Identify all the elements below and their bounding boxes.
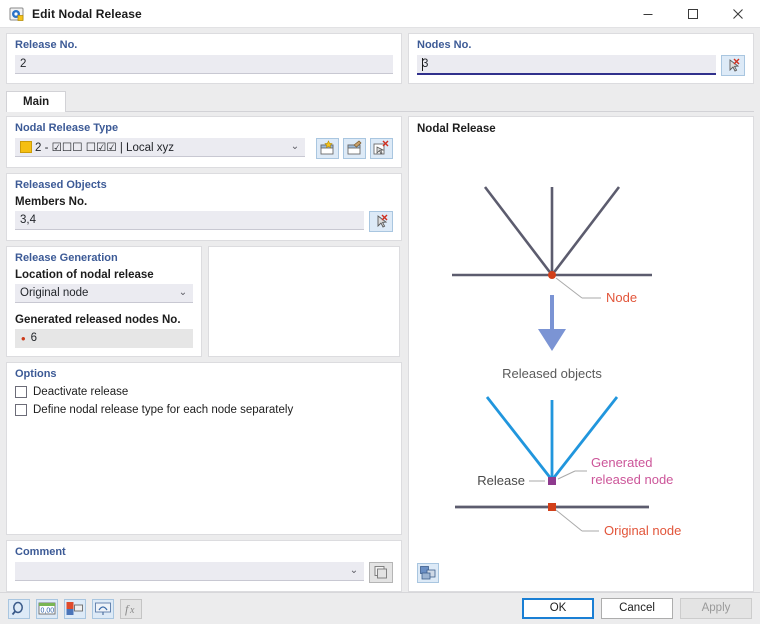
location-of-nodal-release-label: Location of nodal release bbox=[15, 269, 154, 281]
ok-button[interactable]: OK bbox=[522, 598, 594, 619]
define-type-per-node-label: Define nodal release type for each node … bbox=[33, 404, 294, 416]
svg-text:x: x bbox=[129, 605, 135, 616]
deactivate-release-checkbox[interactable] bbox=[15, 386, 27, 398]
comment-combo[interactable]: ⌄ bbox=[15, 562, 364, 581]
window-title: Edit Nodal Release bbox=[32, 6, 142, 21]
release-no-field-line bbox=[15, 55, 393, 74]
released-objects-label: Released Objects bbox=[15, 179, 107, 191]
diagram-transform-arrow bbox=[538, 295, 566, 351]
members-no-input[interactable] bbox=[15, 211, 364, 230]
diagram-top-structure: Node bbox=[452, 186, 652, 305]
nodes-no-group: Nodes No. bbox=[408, 33, 754, 84]
select-nodes-icon[interactable] bbox=[721, 55, 745, 76]
nodal-release-type-row: 2 - ☑☐☐ ☐☑☑ | Local xyz ⌄ bbox=[15, 138, 393, 159]
chevron-down-icon: ⌄ bbox=[290, 141, 300, 152]
location-of-nodal-release-combo[interactable]: Original node ⌄ bbox=[15, 284, 193, 303]
nodal-release-type-value-wrap: 2 - ☑☐☐ ☐☑☑ | Local xyz bbox=[20, 140, 289, 154]
units-icon[interactable]: 0,00 bbox=[36, 598, 58, 619]
footer: 0,00 f x bbox=[0, 592, 760, 624]
released-objects-group: Released Objects Members No. bbox=[6, 173, 402, 241]
location-of-nodal-release-value: Original node bbox=[20, 287, 89, 299]
generated-released-nodes-value: 6 bbox=[30, 332, 37, 344]
release-generation-label: Release Generation bbox=[15, 252, 118, 264]
deactivate-release-label: Deactivate release bbox=[33, 386, 129, 398]
members-no-label: Members No. bbox=[15, 196, 88, 208]
footer-tool-icons: 0,00 f x bbox=[8, 598, 142, 619]
titlebar: Edit Nodal Release bbox=[0, 0, 760, 28]
nodal-release-type-label: Nodal Release Type bbox=[15, 122, 119, 134]
comment-library-icon[interactable] bbox=[369, 562, 393, 583]
nodal-release-illustration: Node Released objects bbox=[452, 186, 681, 538]
diagram-label-original-node: Original node bbox=[604, 523, 681, 538]
nodal-release-icon bbox=[9, 6, 25, 22]
comment-label: Comment bbox=[15, 546, 66, 558]
nodal-release-diagram-panel: Nodal Release Node bbox=[408, 116, 754, 592]
delete-nodal-release-type-icon[interactable] bbox=[370, 138, 393, 159]
svg-text:0,00: 0,00 bbox=[41, 607, 55, 614]
release-generation-row: Release Generation Location of nodal rel… bbox=[6, 246, 402, 357]
diagram-bottom-structure: Release Generated released node Original… bbox=[455, 396, 681, 538]
formula-icon: f x bbox=[120, 598, 142, 619]
comment-group: Comment ⌄ bbox=[6, 540, 402, 592]
release-generation-preview-pane bbox=[208, 246, 400, 357]
options-label: Options bbox=[15, 368, 57, 380]
nodal-release-type-group: Nodal Release Type 2 - ☑☐☐ ☐☑☑ | Local x… bbox=[6, 116, 402, 168]
maximize-button[interactable] bbox=[670, 0, 715, 28]
option-deactivate-release[interactable]: Deactivate release bbox=[15, 386, 393, 398]
bullet-icon: • bbox=[21, 331, 26, 346]
chevron-down-icon: ⌄ bbox=[349, 565, 359, 576]
svg-text:f: f bbox=[125, 602, 130, 616]
nodal-release-type-value: 2 - ☑☐☐ ☐☑☑ | Local xyz bbox=[35, 142, 174, 154]
diagram-label-node: Node bbox=[606, 290, 637, 305]
header-fields-row: Release No. Nodes No. bbox=[0, 28, 760, 84]
diagram-label-generated-released-node-line2: released node bbox=[591, 472, 673, 487]
nodal-release-type-buttons bbox=[316, 138, 393, 159]
nodal-release-type-combo[interactable]: 2 - ☑☐☐ ☐☑☑ | Local xyz ⌄ bbox=[15, 138, 305, 157]
left-column: Nodal Release Type 2 - ☑☐☐ ☐☑☑ | Local x… bbox=[6, 116, 402, 592]
minimize-button[interactable] bbox=[625, 0, 670, 28]
find-icon[interactable] bbox=[8, 598, 30, 619]
location-value-wrap: Original node bbox=[20, 287, 177, 299]
body-split: Nodal Release Type 2 - ☑☐☐ ☐☑☑ | Local x… bbox=[0, 112, 760, 592]
nodes-no-label: Nodes No. bbox=[417, 39, 472, 51]
select-members-icon[interactable] bbox=[369, 211, 393, 232]
tabstrip: Main bbox=[6, 90, 754, 112]
option-define-type-per-node[interactable]: Define nodal release type for each node … bbox=[15, 404, 393, 416]
apply-button: Apply bbox=[680, 598, 752, 619]
diagram-title: Nodal Release bbox=[417, 123, 496, 135]
diagram-canvas: Node Released objects bbox=[417, 135, 745, 560]
define-type-per-node-checkbox[interactable] bbox=[15, 404, 27, 416]
visibility-icon[interactable] bbox=[92, 598, 114, 619]
generated-released-nodes-label: Generated released nodes No. bbox=[15, 314, 181, 326]
close-button[interactable] bbox=[715, 0, 760, 28]
tab-main[interactable]: Main bbox=[6, 91, 67, 112]
dialog-buttons: OK Cancel Apply bbox=[522, 598, 752, 619]
nodes-no-input-wrap bbox=[417, 55, 716, 76]
members-no-field-line bbox=[15, 211, 393, 232]
cancel-button[interactable]: Cancel bbox=[601, 598, 673, 619]
right-column: Nodal Release Node bbox=[408, 116, 754, 592]
text-cursor bbox=[422, 58, 423, 71]
generated-released-nodes-value-row: • 6 bbox=[15, 329, 193, 348]
new-nodal-release-type-icon[interactable] bbox=[316, 138, 339, 159]
chevron-down-icon: ⌄ bbox=[178, 287, 188, 298]
nodal-release-type-color-swatch bbox=[20, 141, 32, 153]
release-no-group: Release No. bbox=[6, 33, 402, 84]
comment-row: ⌄ bbox=[15, 562, 393, 583]
options-group: Options Deactivate release Define nodal … bbox=[6, 362, 402, 535]
release-generation-group: Release Generation Location of nodal rel… bbox=[6, 246, 202, 357]
release-no-input[interactable] bbox=[15, 55, 393, 74]
display-properties-icon[interactable] bbox=[64, 598, 86, 619]
nodes-no-field-line bbox=[417, 55, 745, 76]
diagram-label-release: Release bbox=[477, 473, 525, 488]
diagram-toolbar bbox=[417, 560, 745, 586]
diagram-label-generated-released-node-line1: Generated bbox=[591, 455, 652, 470]
diagram-view-icon[interactable] bbox=[417, 563, 439, 583]
diagram-label-released-objects: Released objects bbox=[502, 366, 602, 381]
release-no-label: Release No. bbox=[15, 39, 78, 51]
edit-nodal-release-type-icon[interactable] bbox=[343, 138, 366, 159]
nodes-no-input[interactable] bbox=[417, 55, 716, 75]
